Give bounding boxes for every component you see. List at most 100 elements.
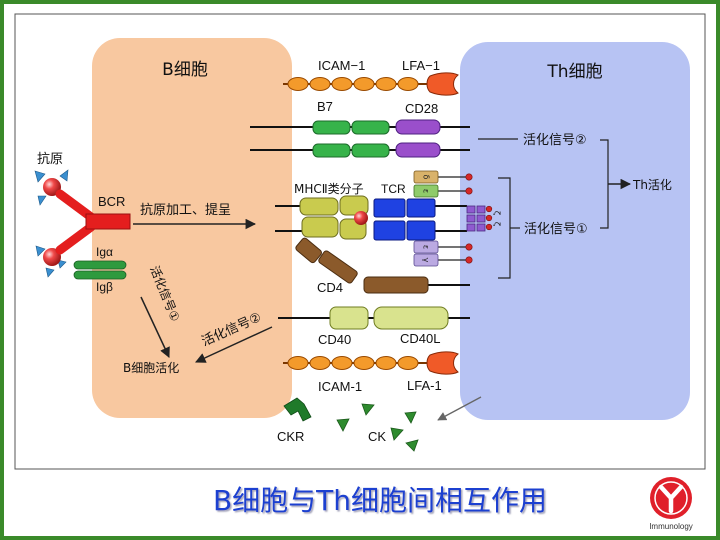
th-cell-label: Th细胞 <box>546 62 602 82</box>
icam1-lfa1-top-pair: ICAM−1 LFA−1 <box>283 58 459 96</box>
tcr-label: TCR <box>381 182 406 196</box>
lfa1-top-label: LFA−1 <box>402 58 440 73</box>
cytokine-triangle-icon <box>390 427 404 441</box>
icam1-bottom-domain <box>309 356 331 370</box>
th-signal-1: 活化信号① <box>498 177 588 279</box>
icam1-top-domain <box>353 77 375 91</box>
itam-icon <box>465 187 473 195</box>
th-activation-label: Th活化 <box>632 178 672 192</box>
cd4-label: CD4 <box>317 280 343 295</box>
b7-domain <box>312 120 351 135</box>
icam1-bottom-domain <box>331 356 353 370</box>
cd3-epsilon-box <box>413 184 439 198</box>
zeta-segment <box>476 214 486 223</box>
icam1-bottom-domain <box>397 356 419 370</box>
itam-icon <box>465 243 473 251</box>
bcr-stem <box>85 213 131 230</box>
b-signal-1-arrow <box>140 296 170 358</box>
ig-alpha-bar <box>73 260 127 270</box>
epitope-icon <box>34 170 46 183</box>
cytokine-triangle-icon <box>336 418 350 432</box>
itam-icon <box>485 223 493 231</box>
zeta-chains: ζ ζ <box>466 205 502 232</box>
itam-icon <box>465 256 473 264</box>
icam1-top-domain <box>309 77 331 91</box>
b7-domain <box>351 143 390 158</box>
lfa1-bottom-head <box>426 351 459 375</box>
ig-alpha-label: Igα <box>96 245 113 259</box>
cd40l-label: CD40L <box>400 331 440 346</box>
cd3-chain-label: ε <box>422 189 431 193</box>
epitope-icon <box>37 195 47 206</box>
zeta-segment <box>476 223 486 232</box>
epitope-icon <box>35 245 46 257</box>
cd28-label: CD28 <box>405 101 438 116</box>
cd4-domain <box>363 276 429 294</box>
b7-label: B7 <box>317 99 333 114</box>
lfa1-top-head <box>426 72 459 96</box>
icam1-top-label: ICAM−1 <box>318 58 365 73</box>
icam1-top-domain <box>287 77 309 91</box>
icam1-bottom-domain <box>353 356 375 370</box>
cd4-domain <box>318 250 358 284</box>
cd4-domain <box>295 237 322 264</box>
cd3-chain-label: γ <box>422 258 431 263</box>
cd28-domain <box>395 119 441 135</box>
zeta-label: ζ <box>493 222 502 226</box>
cytokine-secretion-arrow <box>437 396 482 421</box>
ig-alpha-beta: Igα Igβ <box>73 245 127 294</box>
cd4-molecule: CD4 <box>295 237 470 295</box>
zeta-segment <box>466 223 476 232</box>
mhc2-domain <box>299 197 339 216</box>
cd3-gamma-box <box>413 253 439 267</box>
antigen-label: 抗原 <box>37 152 63 167</box>
itam-icon <box>485 205 493 213</box>
cytokines: CK <box>336 396 482 452</box>
mhc2-domain <box>301 216 339 238</box>
cd40l-domain <box>373 306 449 330</box>
tcr-domain <box>373 198 406 218</box>
mhc2-molecule <box>275 195 369 240</box>
cd3-delta-box <box>413 170 439 184</box>
epitope-icon <box>59 169 69 182</box>
lfa1-bottom-label: LFA-1 <box>407 378 442 393</box>
b-signal-2-arrow <box>195 326 273 363</box>
ig-beta-bar <box>73 270 127 280</box>
icam1-top-domain <box>331 77 353 91</box>
th-signal-2-label: 活化信号② <box>523 133 587 148</box>
itam-icon <box>485 214 493 222</box>
bcr: BCR <box>55 189 131 255</box>
icam1-bottom-label: ICAM-1 <box>318 379 362 394</box>
b7-domain <box>312 143 351 158</box>
b7-cd28-pair: B7 CD28 <box>250 99 470 158</box>
cytokine-triangle-icon <box>361 403 375 416</box>
antigen-processing-label: 抗原加工、提呈 <box>140 202 231 218</box>
cytokine-triangle-icon <box>405 439 419 452</box>
antibody-y-icon <box>658 484 684 514</box>
diagram-border <box>14 13 706 470</box>
cd40-label: CD40 <box>318 332 351 347</box>
th-signal-2: 活化信号② <box>478 133 587 148</box>
icam1-bottom-domain <box>287 356 309 370</box>
icam1-top-domain <box>375 77 397 91</box>
immunology-logo: Immunology <box>649 477 693 531</box>
epitope-icon <box>57 259 67 269</box>
bcr-arm-upper <box>55 189 96 222</box>
epitope-icon <box>45 267 55 278</box>
cd3-chain-label: δ <box>422 175 431 180</box>
itam-icon <box>465 173 473 181</box>
b-cell-body <box>92 38 292 418</box>
tcr-domain <box>373 220 406 241</box>
zeta-segment <box>466 214 476 223</box>
cd40-domain <box>329 306 369 330</box>
antigen-processing: 抗原加工、提呈 <box>133 202 257 230</box>
ckr-icon <box>283 397 312 422</box>
cd3-epsilon-box <box>413 240 439 254</box>
icam1-lfa1-bottom-pair: ICAM-1 LFA-1 <box>283 351 459 394</box>
zeta-segment <box>476 205 486 214</box>
b-activation-label: B细胞活化 <box>123 361 179 375</box>
tcr-domain <box>406 220 436 241</box>
slide-title: B细胞与Th细胞间相互作用 <box>213 484 547 517</box>
b-cell-label: B细胞 <box>162 60 208 80</box>
